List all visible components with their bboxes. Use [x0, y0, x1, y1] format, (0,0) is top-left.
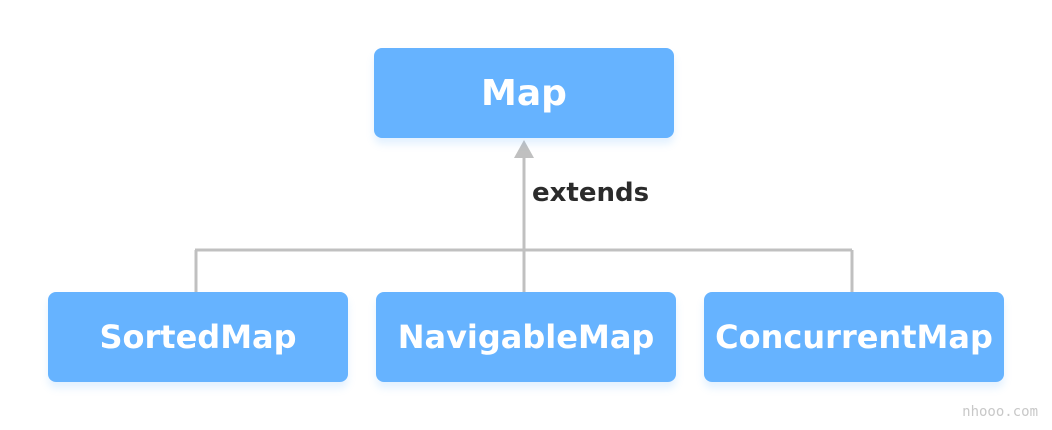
- node-navigablemap[interactable]: NavigableMap: [376, 292, 676, 382]
- node-map[interactable]: Map: [374, 48, 674, 138]
- node-navigablemap-label: NavigableMap: [397, 318, 655, 356]
- node-sortedmap[interactable]: SortedMap: [48, 292, 348, 382]
- arrow-head-icon: [514, 140, 534, 158]
- node-map-label: Map: [481, 72, 567, 114]
- node-concurrentmap-label: ConcurrentMap: [715, 318, 993, 356]
- node-sortedmap-label: SortedMap: [99, 318, 297, 356]
- extends-label: extends: [532, 178, 650, 208]
- watermark: nhooo.com: [962, 404, 1038, 420]
- node-concurrentmap[interactable]: ConcurrentMap: [704, 292, 1004, 382]
